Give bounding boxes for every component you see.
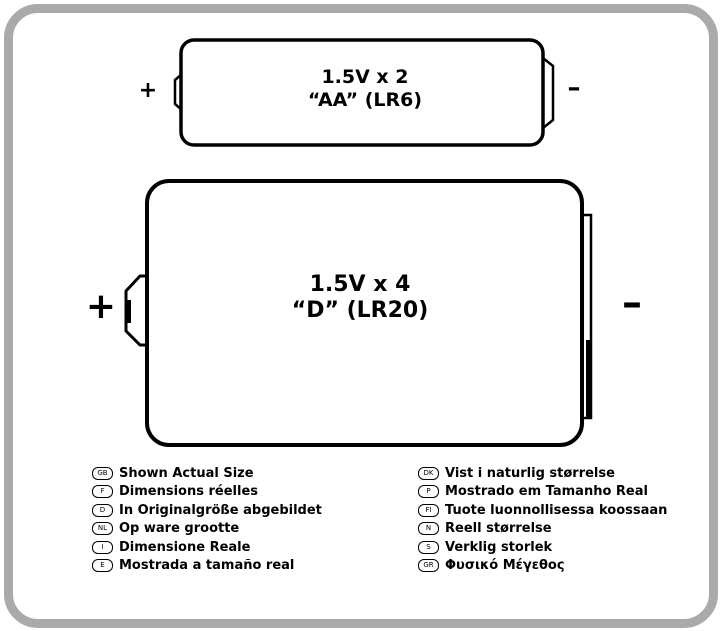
aa-minus-sign: – <box>568 73 581 103</box>
legend-row: F Dimensions réelles <box>92 483 322 502</box>
legend-text: Dimensions réelles <box>119 484 259 500</box>
legend-text: Tuote luonnollisessa koossaan <box>445 502 668 518</box>
country-badge: FI <box>418 503 439 517</box>
country-badge: P <box>418 485 439 499</box>
d-voltage-count: 1.5V x 4 <box>309 272 411 297</box>
legend-row: N Reell størrelse <box>418 520 667 539</box>
country-badge: NL <box>92 522 113 536</box>
country-badge: GB <box>92 466 113 480</box>
aa-voltage-count: 1.5V x 2 <box>321 66 409 88</box>
country-badge: S <box>418 540 439 554</box>
d-plus-sign: + <box>86 286 116 327</box>
country-badge: D <box>92 503 113 517</box>
legend-text: Verklig storlek <box>445 539 553 555</box>
legend-row: NL Op ware grootte <box>92 520 322 539</box>
country-badge: N <box>418 522 439 536</box>
country-badge: F <box>92 485 113 499</box>
aa-battery-type: “AA” (LR6) <box>307 89 423 111</box>
d-minus-sign: – <box>622 280 642 326</box>
legend-row: GB Shown Actual Size <box>92 464 322 483</box>
country-badge: I <box>92 540 113 554</box>
legend-row: I Dimensione Reale <box>92 538 322 557</box>
legend-text: Op ware grootte <box>119 521 240 537</box>
legend-text: Vist i naturlig størrelse <box>445 465 615 481</box>
legend-text: In Originalgröße abgebildet <box>119 502 322 518</box>
legend-row: S Verklig storlek <box>418 538 667 557</box>
legend-text: Reell størrelse <box>445 521 552 537</box>
legend-row: DK Vist i naturlig størrelse <box>418 464 667 483</box>
legend-text: Mostrado em Tamanho Real <box>445 484 648 500</box>
legend-text: Shown Actual Size <box>119 465 254 481</box>
legend-row: P Mostrado em Tamanho Real <box>418 483 667 502</box>
d-battery-label: 1.5V x 4 “D” (LR20) <box>190 272 530 324</box>
legend-text: Dimensione Reale <box>119 539 251 555</box>
legend-text: Mostrada a tamaño real <box>119 558 295 574</box>
country-badge: E <box>92 559 113 573</box>
aa-battery-label: 1.5V x 2 “AA” (LR6) <box>205 66 525 112</box>
legend-row: FI Tuote luonnollisessa koossaan <box>418 501 667 520</box>
legend-row: D In Originalgröße abgebildet <box>92 501 322 520</box>
legend-row: E Mostrada a tamaño real <box>92 557 322 576</box>
aa-battery: + – <box>139 38 581 147</box>
legend-right-column: DK Vist i naturlig størrelse P Mostrado em… <box>418 464 667 575</box>
d-battery: + – <box>86 179 642 447</box>
legend-text: Φυσικό Μέγεθος <box>445 558 565 574</box>
country-badge: GR <box>418 559 439 573</box>
aa-plus-sign: + <box>139 78 157 103</box>
country-badge: DK <box>418 466 439 480</box>
d-battery-type: “D” (LR20) <box>291 298 429 323</box>
legend-row: GR Φυσικό Μέγεθος <box>418 557 667 576</box>
